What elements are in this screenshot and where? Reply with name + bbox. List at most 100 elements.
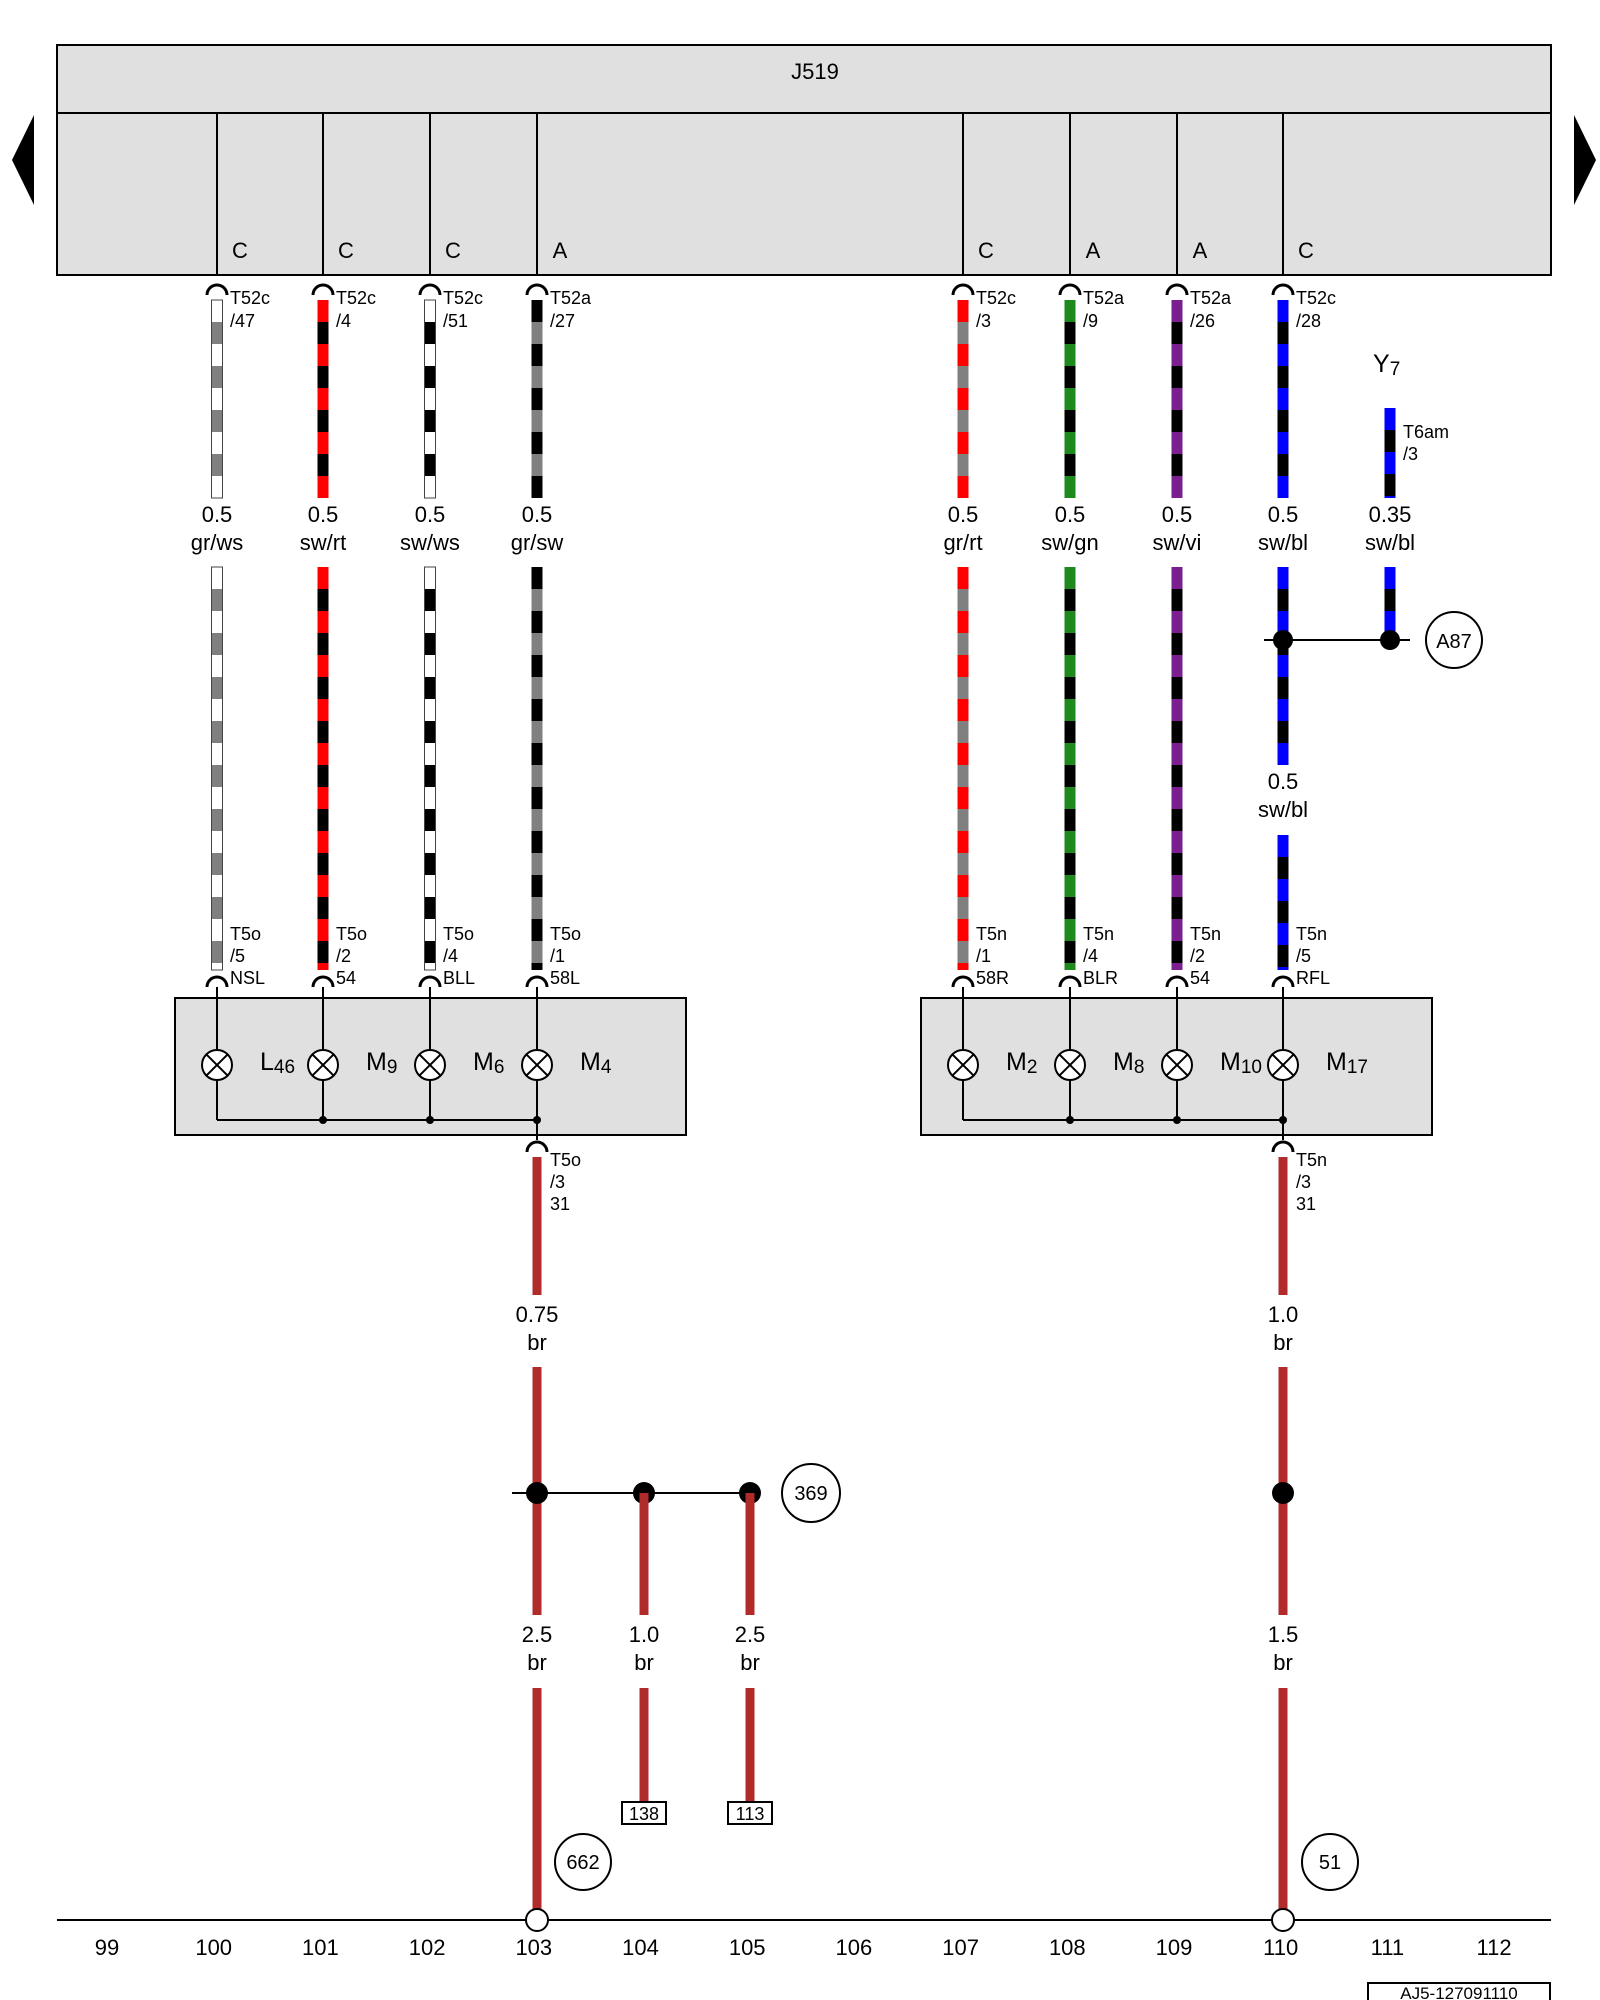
ground-left-upper-color: br <box>527 1330 547 1355</box>
wire-color-5: sw/gn <box>1041 530 1098 555</box>
module-sub-connector-5: A <box>1086 238 1101 263</box>
ref-369-circle <box>781 1463 841 1523</box>
left_unit-bulb-cross-b-1 <box>311 1053 335 1077</box>
position-number-100: 100 <box>195 1935 232 1960</box>
top-pin-label-3: /27 <box>550 311 575 331</box>
bottom-pin-label-5: /4 <box>1083 946 1098 966</box>
position-number-99: 99 <box>95 1935 119 1960</box>
position-number-108: 108 <box>1049 1935 1086 1960</box>
top-connector-label-5: T52a <box>1083 288 1125 308</box>
ground-left-lower-color-2: br <box>740 1650 760 1675</box>
wire-size-2: 0.5 <box>415 502 446 527</box>
left_unit-bulb-cross-b-3 <box>525 1053 549 1077</box>
connector-hook-top-4 <box>951 283 975 296</box>
right_unit-bus-node-1 <box>1066 1116 1074 1124</box>
ref-51-circle <box>1301 1833 1359 1891</box>
module-sub-connector-0: C <box>232 238 248 263</box>
ground-right-lower-size: 1.5 <box>1268 1622 1299 1647</box>
connector-hook-bottom-5 <box>1058 975 1082 988</box>
position-number-103: 103 <box>515 1935 552 1960</box>
wire-color-lower-7: sw/bl <box>1258 797 1308 822</box>
ground-left-lower-size-0: 2.5 <box>522 1622 553 1647</box>
ref-box-1 <box>727 1801 773 1825</box>
next-page-arrow-icon[interactable] <box>1574 115 1596 205</box>
ground-right-point <box>1271 1908 1295 1932</box>
wire-color-6: sw/vi <box>1153 530 1202 555</box>
module-sub-connector-4: C <box>978 238 994 263</box>
right_unit-bulb-label-0: M2 <box>1006 1048 1037 1078</box>
top-pin-label-1: /4 <box>336 311 351 331</box>
right_unit-bulb-cross-b-0 <box>951 1053 975 1077</box>
ground-left-point <box>525 1908 549 1932</box>
connector-hook-top-1 <box>311 283 335 296</box>
position-number-102: 102 <box>409 1935 446 1960</box>
bottom-connector-label-4: T5n <box>976 924 1007 944</box>
connector-hook-bottom-0 <box>205 975 229 988</box>
left_unit-ground-connector-label: T5o <box>550 1150 581 1170</box>
prev-page-arrow-icon[interactable] <box>12 115 34 205</box>
top-connector-label-0: T52c <box>230 288 270 308</box>
bottom-function-label-6: 54 <box>1190 968 1210 988</box>
bottom-pin-label-4: /1 <box>976 946 991 966</box>
top-pin-label-2: /51 <box>443 311 468 331</box>
bottom-function-label-5: BLR <box>1083 968 1118 988</box>
module-sub-connector-1: C <box>338 238 354 263</box>
bottom-function-label-3: 58L <box>550 968 580 988</box>
bottom-connector-label-5: T5n <box>1083 924 1114 944</box>
image-ref-label: AJ5-127091110 <box>1400 1984 1518 2000</box>
ref-662-circle <box>554 1833 612 1891</box>
right_unit-bulb-label-3: M17 <box>1326 1048 1368 1078</box>
ground-left-lower-color-1: br <box>634 1650 654 1675</box>
module-j519-label: J519 <box>791 59 839 84</box>
image-ref-box <box>1367 1982 1551 2000</box>
left_unit-bulb-cross-b-0 <box>205 1053 229 1077</box>
wire-lower-2-outline <box>424 566 436 971</box>
left_unit-bulb-label-3: M4 <box>580 1048 612 1078</box>
bottom-connector-label-2: T5o <box>443 924 474 944</box>
module-sub-connector-6: A <box>1193 238 1208 263</box>
ground-left-splice-dot-0 <box>526 1482 548 1504</box>
connector-hook-bottom-3 <box>525 975 549 988</box>
left_unit-bus-node-2 <box>426 1116 434 1124</box>
wire-color-4: gr/rt <box>943 530 982 555</box>
y7-pin-label: /3 <box>1403 444 1418 464</box>
ground-left-upper-size: 0.75 <box>516 1302 559 1327</box>
bottom-connector-label-1: T5o <box>336 924 367 944</box>
connector-hook-bottom-1 <box>311 975 335 988</box>
position-number-109: 109 <box>1156 1935 1193 1960</box>
right_unit-bus-node-2 <box>1173 1116 1181 1124</box>
wire-size-lower-7: 0.5 <box>1268 769 1299 794</box>
left_unit-ground-hook <box>525 1140 549 1153</box>
top-connector-label-3: T52a <box>550 288 592 308</box>
ground-right-splice-dot <box>1272 1482 1294 1504</box>
top-pin-label-5: /9 <box>1083 311 1098 331</box>
right_unit-ground-pin-label: /3 <box>1296 1172 1311 1192</box>
bottom-function-label-2: BLL <box>443 968 475 988</box>
ground-left-lower-color-0: br <box>527 1650 547 1675</box>
left_unit-ground-function-label: 31 <box>550 1194 570 1214</box>
position-number-111: 111 <box>1371 1935 1404 1960</box>
bottom-pin-label-0: /5 <box>230 946 245 966</box>
bottom-function-label-0: NSL <box>230 968 265 988</box>
position-number-110: 110 <box>1263 1935 1298 1960</box>
bottom-connector-label-3: T5o <box>550 924 581 944</box>
top-connector-label-1: T52c <box>336 288 376 308</box>
position-number-112: 112 <box>1477 1935 1512 1960</box>
bottom-connector-label-6: T5n <box>1190 924 1221 944</box>
connector-hook-top-5 <box>1058 283 1082 296</box>
ground-right-lower-color: br <box>1273 1650 1293 1675</box>
left_unit-bulb-label-0: L46 <box>260 1048 295 1078</box>
connector-hook-top-7 <box>1271 283 1295 296</box>
ref-a87-circle <box>1425 611 1483 669</box>
top-pin-label-0: /47 <box>230 311 255 331</box>
right_unit-ground-connector-label: T5n <box>1296 1150 1327 1170</box>
wire-color-0: gr/ws <box>191 530 244 555</box>
ref-box-label-1: 113 <box>736 1804 765 1824</box>
y7-wire-color: sw/bl <box>1365 530 1415 555</box>
bottom-pin-label-3: /1 <box>550 946 565 966</box>
wire-size-5: 0.5 <box>1055 502 1086 527</box>
bottom-pin-label-1: /2 <box>336 946 351 966</box>
y7-connector-label: T6am <box>1403 422 1449 442</box>
